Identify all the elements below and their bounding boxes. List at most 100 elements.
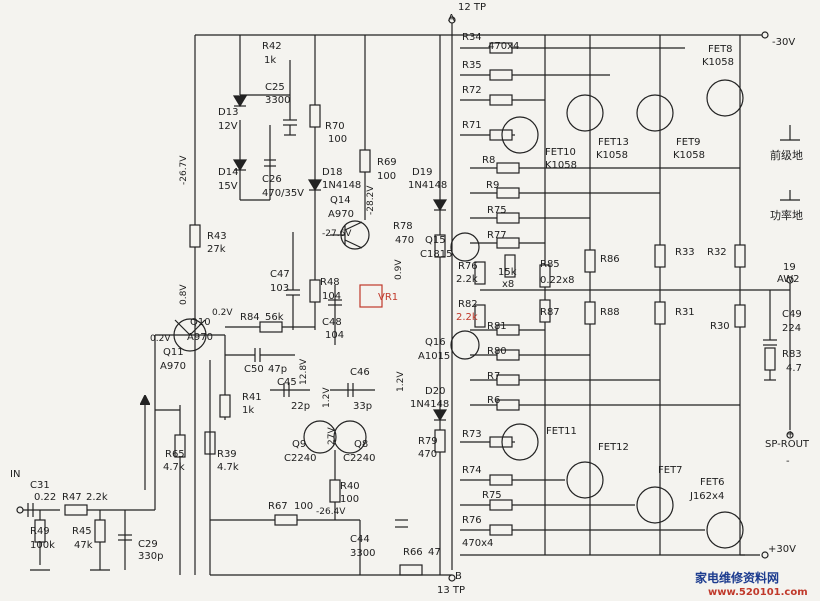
fet13-label: FET13: [598, 137, 629, 148]
r71-label: R71: [462, 120, 482, 131]
q16-label: Q16: [425, 337, 446, 348]
r48-value: 104: [322, 291, 342, 302]
r84-label: R84: [240, 312, 260, 323]
r82-value: 2.2k: [456, 312, 478, 323]
speaker-out-label: SP-ROUT: [765, 439, 810, 450]
d13-diode-symbol: [232, 95, 248, 108]
q11-label: Q11: [163, 347, 184, 358]
d13-label: D13: [218, 107, 239, 118]
fet12-label: FET12: [598, 442, 629, 453]
r84-resistor: [259, 321, 283, 333]
fet9-label: FET9: [676, 137, 701, 148]
r67-resistor: [274, 514, 298, 526]
q8-label: Q8: [354, 439, 369, 450]
r35-label: R35: [462, 60, 482, 71]
c48-label: C48: [322, 317, 342, 328]
c26-label: C26: [262, 174, 282, 185]
r76a-label: R76: [458, 261, 478, 272]
tp13-label: 13 TP: [437, 585, 466, 596]
c44-value: 3300: [350, 548, 376, 559]
lower-gate-resistors: [460, 436, 705, 536]
c50-label: C50: [244, 364, 264, 375]
r67-value: 100: [294, 501, 314, 512]
d14-diode-symbol: [232, 159, 248, 172]
d13-value: 12V: [218, 121, 238, 132]
voltage-1-2a: 1.2V: [322, 387, 332, 408]
r47-resistor: [64, 504, 88, 516]
r6-label: R6: [487, 395, 501, 406]
r69-resistor: [359, 149, 371, 173]
r66-label: R66: [403, 547, 423, 558]
r39-label: R39: [217, 449, 237, 460]
r49-resistor: [34, 519, 46, 543]
r15k-value: x8: [502, 279, 515, 290]
d18-label: D18: [322, 167, 343, 178]
c48-value: 104: [325, 330, 345, 341]
r85-label: R85: [540, 259, 560, 270]
c25-label: C25: [265, 82, 285, 93]
c31-value: 0.22: [34, 492, 57, 503]
r49-value: 100k: [30, 540, 55, 551]
d14-value: 15V: [218, 181, 238, 192]
voltage-0-8: 0.8V: [179, 284, 189, 305]
d19-label: D19: [412, 167, 433, 178]
r78-resistor: [434, 234, 446, 258]
r32-resistor: [734, 244, 746, 268]
upper-fets: [501, 79, 744, 154]
terminal-b-label: B: [455, 571, 462, 582]
r85-resistor: [539, 264, 551, 288]
fet9-value: K1058: [673, 150, 706, 161]
watermark-site-name: 家电维修资料网: [695, 571, 780, 585]
voltage-0-2a: 0.2V: [150, 334, 171, 344]
r75b-label: R75: [482, 490, 502, 501]
r79-value: 470: [418, 449, 438, 460]
r77-label: R77: [487, 230, 507, 241]
speaker-minus-label: -: [786, 456, 790, 467]
q16-transistor: [450, 330, 480, 360]
r73-label: R73: [462, 429, 482, 440]
r41-value: 1k: [242, 405, 255, 416]
r87-label: R87: [540, 307, 560, 318]
c45-value: 22p: [291, 401, 311, 412]
vr1-potentiometer: [359, 284, 383, 308]
voltage-n28-2: -28.2V: [366, 185, 376, 215]
lower-source-resistors: [470, 324, 740, 411]
terminal-a-label: A: [448, 13, 455, 24]
c29-label: C29: [138, 539, 158, 550]
r66-value: 47: [428, 547, 441, 558]
c46-value: 33p: [353, 401, 373, 412]
r78-value: 470: [395, 235, 415, 246]
r78-label: R78: [393, 221, 413, 232]
c47-value: 103: [270, 283, 290, 294]
d20-value: 1N4148: [410, 399, 450, 410]
vr1-label: VR1: [378, 292, 399, 303]
power-ground-label: 功率地: [770, 209, 803, 222]
r80-label: R80: [487, 346, 507, 357]
r32-label: R32: [707, 247, 727, 258]
r31-label: R31: [675, 307, 695, 318]
r7-label: R7: [487, 371, 501, 382]
r65-resistor: [174, 434, 186, 458]
r8-label: R8: [482, 155, 496, 166]
c45-label: C45: [277, 377, 297, 388]
r43-value: 27k: [207, 244, 226, 255]
r40-resistor: [329, 479, 341, 503]
r34-value: 470x4: [488, 41, 520, 52]
c29-value: 330p: [138, 551, 164, 562]
r74-label: R74: [462, 465, 482, 476]
q15-label: Q15: [425, 235, 446, 246]
d20-label: D20: [425, 386, 446, 397]
r34-label: R34: [462, 32, 482, 43]
upper-source-resistors: [470, 162, 740, 249]
r70-label: R70: [325, 121, 345, 132]
r69-label: R69: [377, 157, 397, 168]
r76b-label: R76: [462, 515, 482, 526]
r47-value: 2.2k: [86, 492, 108, 503]
voltage-12-8: 12.8V: [299, 358, 309, 385]
r86-resistor: [584, 249, 596, 273]
r83-resistor: [764, 347, 776, 371]
aw19-label: 19: [783, 262, 796, 273]
r15k-label: 15k: [498, 267, 517, 278]
q8-value: C2240: [343, 453, 376, 464]
q14-label: Q14: [330, 195, 351, 206]
